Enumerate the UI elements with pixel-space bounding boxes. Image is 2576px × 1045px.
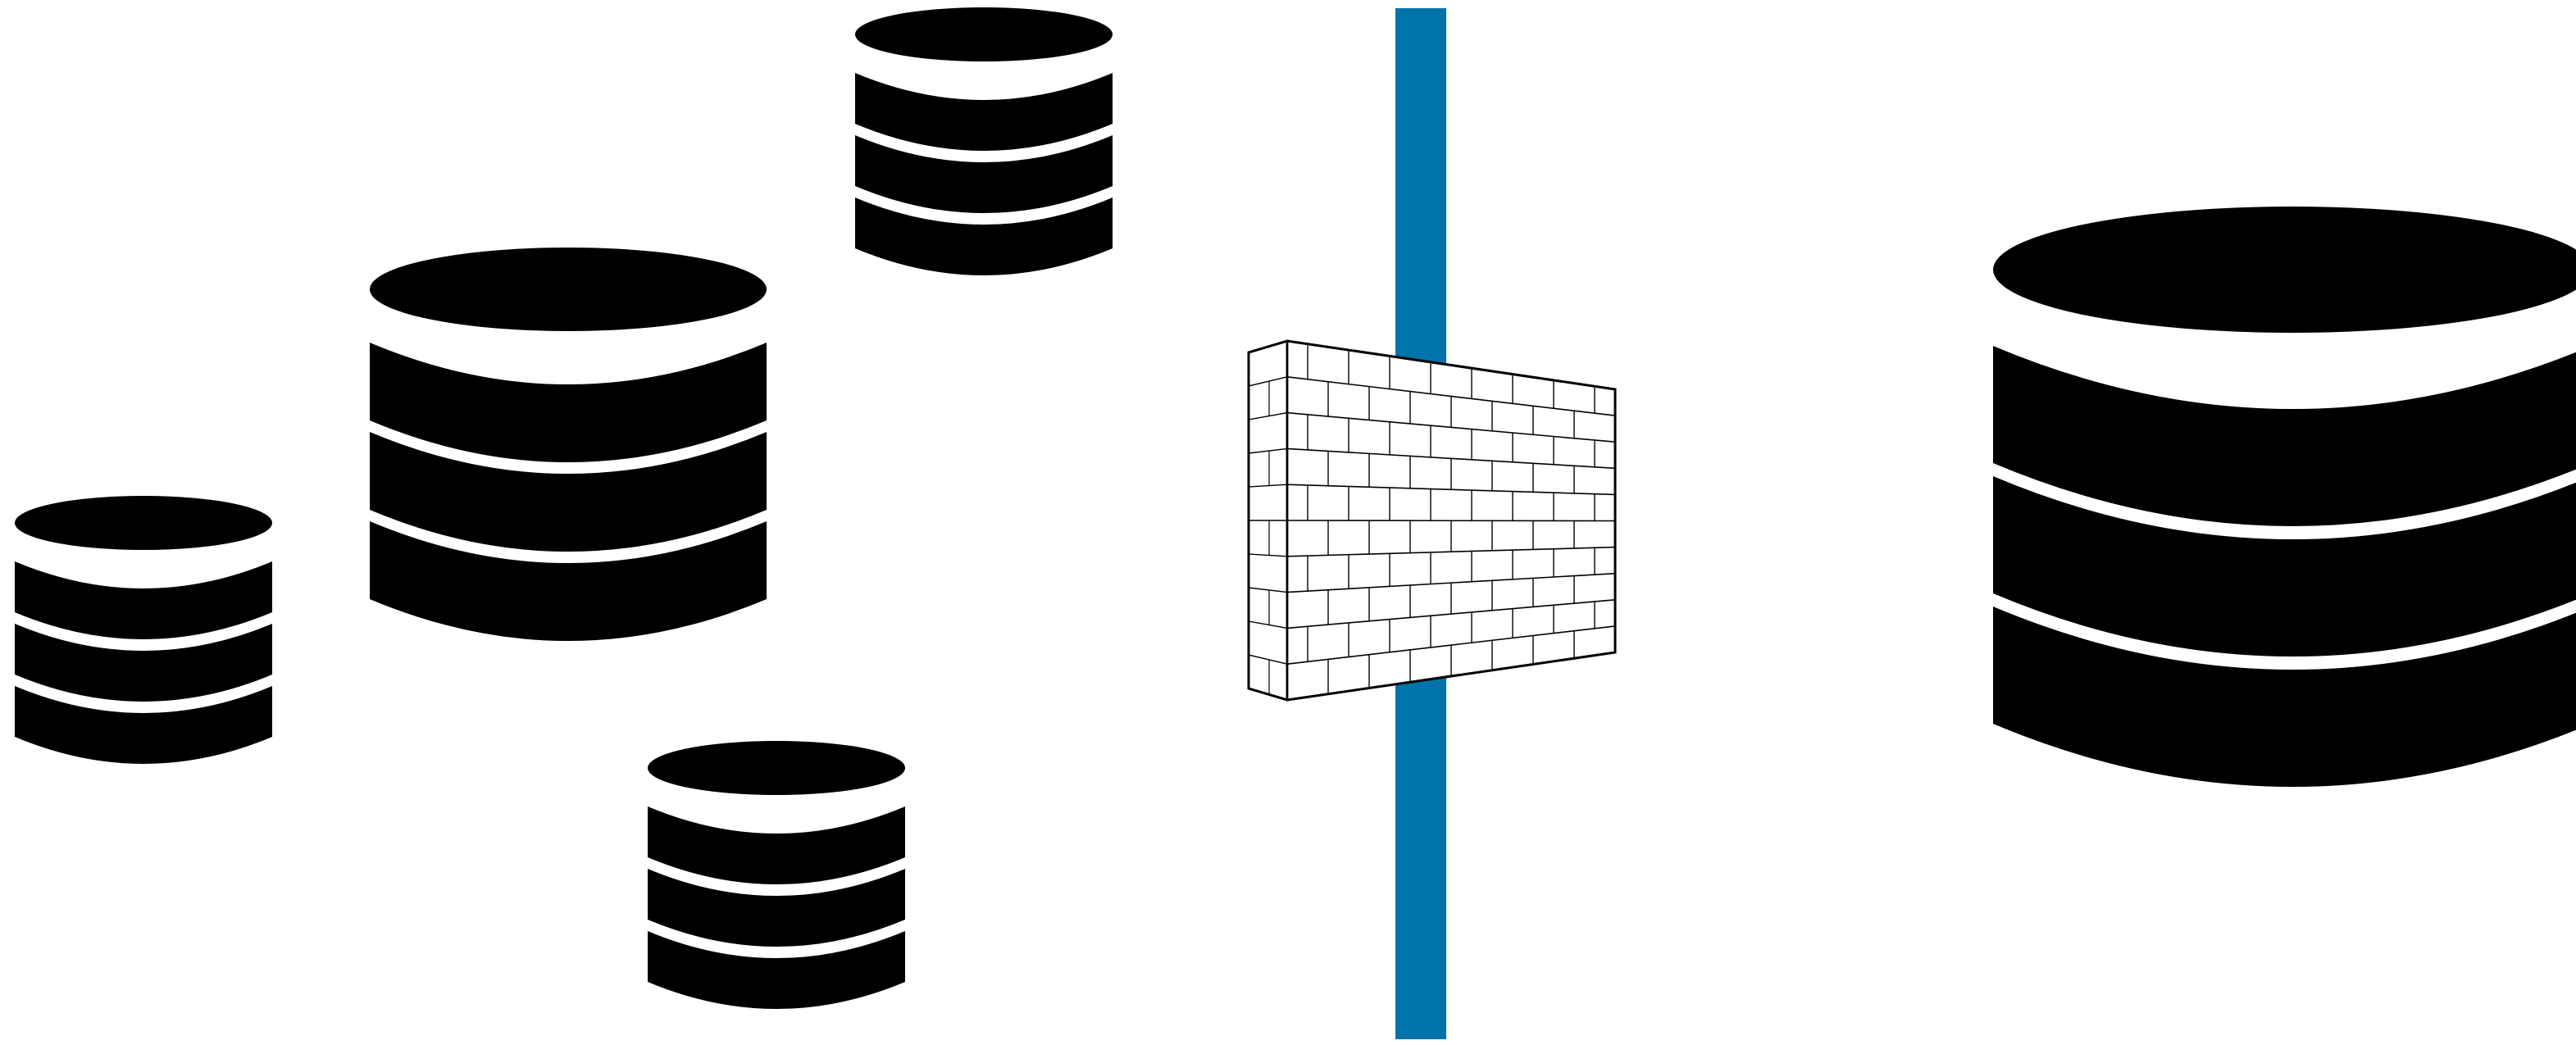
database-cap [855,7,1113,61]
database-segment [15,561,272,639]
database-icon [648,741,905,1009]
firewall-icon [1249,341,1615,700]
database-segment [855,73,1113,151]
database-cap [648,741,905,795]
database-cap [370,248,767,331]
database-segment [648,806,905,884]
database-icon [855,7,1113,275]
database-segment [1993,346,2576,526]
database-icon [15,496,272,764]
database-cap [1993,207,2576,333]
database-segment [370,343,767,462]
database-icon [370,248,767,641]
database-cap [15,496,272,550]
database-icon [1993,207,2576,787]
